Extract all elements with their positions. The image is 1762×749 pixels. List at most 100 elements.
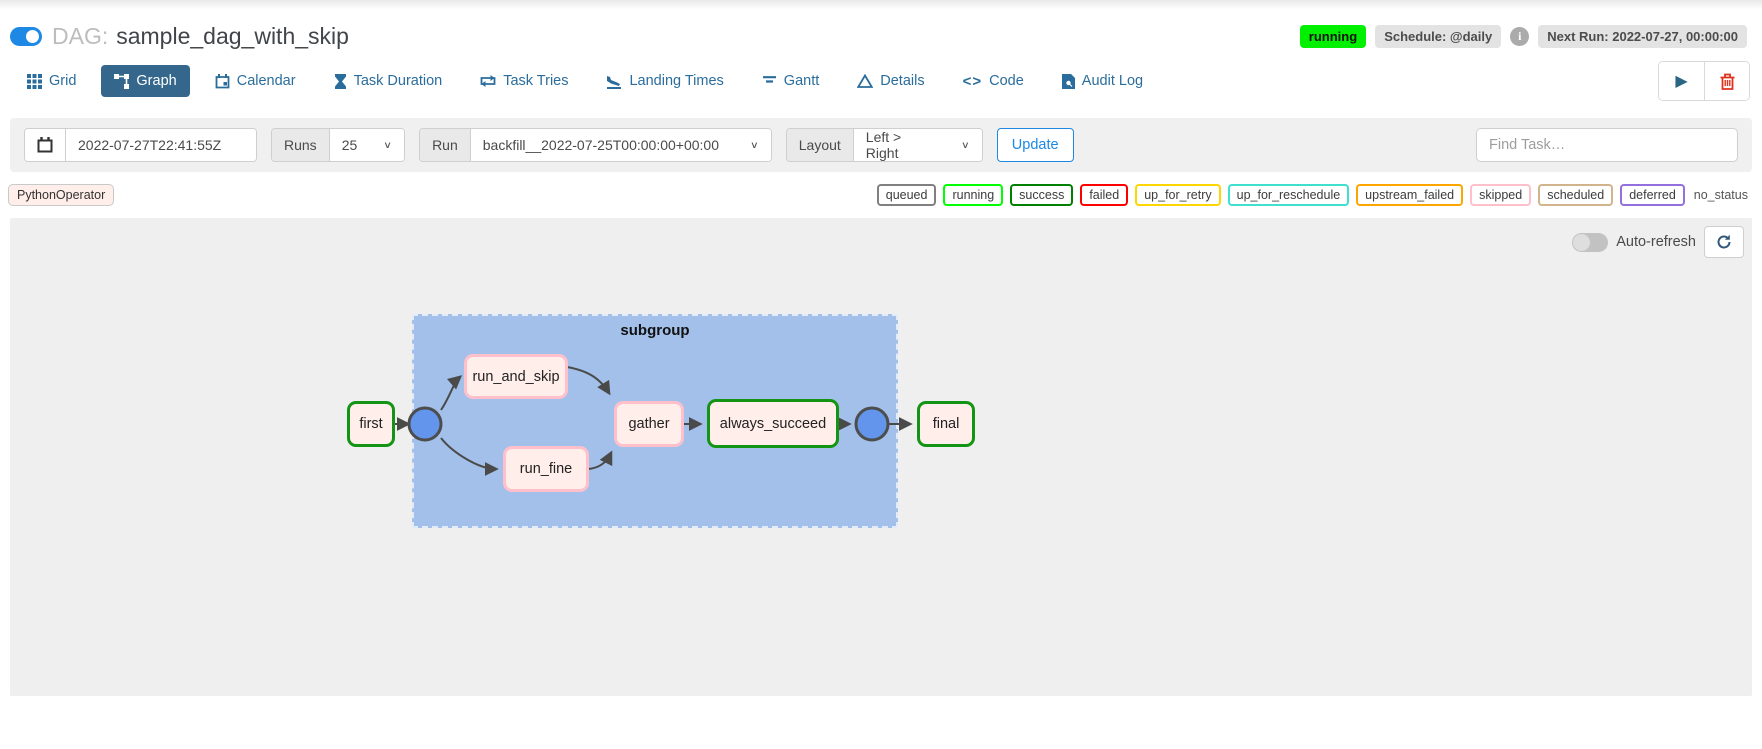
status-running[interactable]: running [943, 184, 1004, 206]
schedule-badge: Schedule: @daily [1375, 24, 1502, 48]
dag-graph-canvas[interactable]: Auto-refresh subgroup [10, 218, 1752, 696]
base-date-input[interactable] [66, 129, 256, 161]
tab-graph[interactable]: Graph [101, 65, 190, 97]
update-button[interactable]: Update [996, 128, 1074, 162]
task-node-first[interactable]: first [347, 401, 395, 447]
tab-label: Gantt [783, 73, 820, 89]
graph-icon [114, 73, 130, 89]
tab-label: Calendar [236, 73, 296, 89]
base-date-group [24, 128, 257, 162]
status-failed[interactable]: failed [1080, 184, 1129, 206]
run-group: Run backfill__2022-07-25T00:00:00+00:00 … [419, 128, 772, 162]
task-label: always_succeed [719, 415, 827, 432]
tab-code[interactable]: <> Code [950, 65, 1037, 98]
code-icon: <> [962, 72, 983, 90]
status-queued[interactable]: queued [876, 184, 937, 206]
auto-refresh-label: Auto-refresh [1616, 234, 1696, 250]
tab-label: Graph [136, 73, 177, 89]
trigger-dag-button[interactable]: ▶ [1659, 62, 1704, 100]
grid-icon [27, 73, 42, 89]
graph-controls: Auto-refresh [1572, 226, 1744, 258]
run-select[interactable]: backfill__2022-07-25T00:00:00+00:00 ∨ [470, 129, 771, 161]
task-label: run_and_skip [472, 368, 560, 385]
view-tabs: Grid Graph Calendar Task Duration Task T… [0, 58, 1762, 104]
tab-grid[interactable]: Grid [14, 65, 89, 97]
tab-label: Audit Log [1081, 73, 1144, 89]
dag-actions-group: ▶ [1658, 61, 1750, 101]
toggle-knob [1573, 233, 1591, 251]
chevron-down-icon: ∨ [961, 139, 970, 151]
tab-label: Task Duration [353, 73, 443, 89]
hourglass-icon [334, 73, 346, 89]
layout-group: Layout Left > Right ∨ [785, 128, 983, 162]
status-no-status: no_status [1693, 188, 1748, 202]
refresh-icon [1717, 234, 1731, 249]
task-label: run_fine [519, 461, 573, 477]
gantt-icon [762, 75, 776, 83]
task-node-run-and-skip[interactable]: run_and_skip [464, 354, 568, 399]
tab-task-duration[interactable]: Task Duration [321, 65, 456, 97]
runs-label: Runs [272, 129, 330, 161]
status-deferred[interactable]: deferred [1620, 184, 1685, 206]
chevron-down-icon: ∨ [749, 139, 759, 151]
legend-row: PythonOperator queued running success fa… [0, 172, 1762, 206]
tab-label: Details [880, 73, 925, 89]
next-run-badge: Next Run: 2022-07-27, 00:00:00 [1538, 24, 1747, 48]
status-upstream-failed[interactable]: upstream_failed [1356, 184, 1464, 206]
runs-select[interactable]: 25 ∨ [329, 129, 405, 161]
auto-refresh-toggle[interactable] [1572, 232, 1609, 252]
tab-landing-times[interactable]: Landing Times [593, 65, 736, 97]
layout-label: Layout [786, 129, 854, 161]
task-label: first [359, 416, 383, 432]
task-node-gather[interactable]: gather [614, 401, 684, 447]
status-success[interactable]: success [1010, 184, 1074, 206]
dag-label: DAG: [52, 22, 109, 49]
task-label: gather [628, 416, 670, 432]
dag-pause-toggle[interactable] [10, 26, 42, 46]
calendar-picker-button[interactable] [25, 129, 66, 161]
task-label: final [932, 416, 960, 432]
tab-task-tries[interactable]: Task Tries [467, 65, 581, 97]
toggle-knob [24, 27, 41, 45]
run-label: Run [420, 129, 471, 161]
status-legend: queued running success failed up_for_ret… [876, 184, 1750, 206]
calendar-icon [37, 137, 53, 153]
layout-value: Left > Right [865, 129, 902, 161]
status-scheduled[interactable]: scheduled [1538, 184, 1614, 206]
task-group-label: subgroup [620, 322, 690, 339]
tab-label: Task Tries [503, 73, 569, 89]
top-gradient [0, 0, 1762, 10]
tab-label: Grid [49, 73, 77, 89]
warning-triangle-icon [857, 74, 874, 88]
calendar-icon [215, 73, 230, 88]
status-up-for-reschedule[interactable]: up_for_reschedule [1227, 184, 1350, 206]
runs-group: Runs 25 ∨ [271, 128, 406, 162]
dag-title: sample_dag_with_skip [116, 22, 349, 49]
tab-audit-log[interactable]: Audit Log [1049, 65, 1156, 97]
find-task-input[interactable] [1476, 128, 1738, 162]
play-icon: ▶ [1675, 73, 1688, 90]
task-node-final[interactable]: final [917, 401, 975, 447]
task-node-always-succeed[interactable]: always_succeed [707, 399, 839, 448]
tab-label: Code [989, 73, 1024, 89]
tab-details[interactable]: Details [844, 65, 937, 97]
plane-landing-icon [607, 75, 622, 89]
repeat-icon [480, 75, 496, 87]
tab-label: Landing Times [629, 73, 724, 89]
refresh-button[interactable] [1704, 226, 1744, 258]
filter-bar: Runs 25 ∨ Run backfill__2022-07-25T00:00… [10, 118, 1752, 172]
chevron-down-icon: ∨ [383, 139, 393, 151]
dag-state-badge: running [1299, 24, 1367, 48]
trash-icon [1720, 73, 1734, 90]
runs-value: 25 [341, 137, 358, 153]
info-icon[interactable]: i [1510, 26, 1530, 46]
status-up-for-retry[interactable]: up_for_retry [1135, 184, 1221, 206]
status-skipped[interactable]: skipped [1470, 184, 1532, 206]
layout-select[interactable]: Left > Right ∨ [853, 129, 982, 161]
task-node-run-fine[interactable]: run_fine [503, 446, 589, 492]
tab-gantt[interactable]: Gantt [749, 65, 832, 97]
tab-calendar[interactable]: Calendar [202, 65, 309, 97]
delete-dag-button[interactable] [1704, 62, 1749, 100]
run-value: backfill__2022-07-25T00:00:00+00:00 [482, 137, 719, 153]
